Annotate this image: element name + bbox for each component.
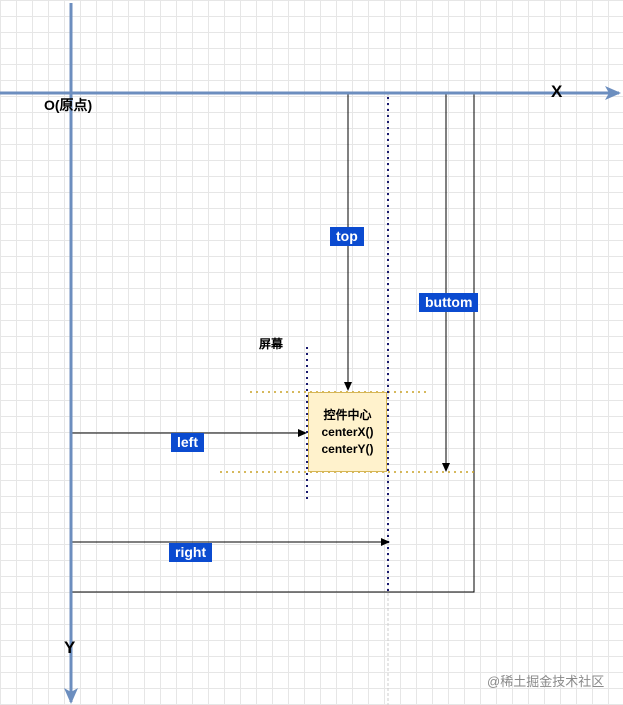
bottom-label: buttom — [419, 293, 479, 312]
view-center-x: centerX() — [321, 424, 374, 439]
screen-label: 屏幕 — [259, 337, 284, 351]
right-label: right — [169, 543, 213, 562]
origin-label: O(原点) — [44, 97, 93, 113]
view-center-box: 控件中心 centerX() centerY() — [308, 392, 387, 472]
left-label: left — [171, 433, 204, 452]
top-label: top — [330, 227, 364, 246]
x-axis-label: X — [551, 82, 563, 101]
view-title: 控件中心 — [323, 407, 372, 422]
view-center-y: centerY() — [321, 441, 374, 456]
y-axis-label: Y — [64, 638, 76, 657]
watermark: @稀土掘金技术社区 — [487, 674, 605, 689]
